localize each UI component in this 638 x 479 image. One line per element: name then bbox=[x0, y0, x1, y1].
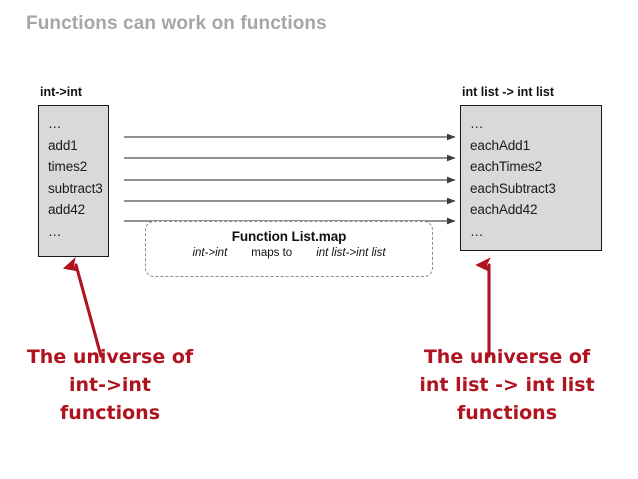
map-caption-row: int->int maps to int list->int list bbox=[146, 247, 432, 259]
list-item: subtract3 bbox=[48, 180, 103, 196]
list-item: times2 bbox=[48, 159, 88, 174]
list-item: … bbox=[470, 116, 485, 131]
right-universe-box: … eachAdd1 eachTimes2 eachSubtract3 each… bbox=[460, 105, 602, 251]
map-caption-title: Function List.map bbox=[231, 229, 347, 244]
right-annotation: The universe of int list -> int list fun… bbox=[400, 343, 614, 427]
left-annotation-line-1: The universe of bbox=[26, 346, 194, 368]
map-source-type: int->int bbox=[192, 247, 228, 259]
left-universe-box: … add1 times2 subtract3 add42 … bbox=[38, 105, 109, 257]
page-title: Functions can work on functions bbox=[26, 13, 327, 34]
right-annotation-line-1: The universe of bbox=[423, 346, 591, 368]
left-annotation-line-3: functions bbox=[59, 402, 161, 424]
list-item: eachSubtract3 bbox=[470, 180, 556, 196]
right-annotation-line-3: functions bbox=[456, 402, 558, 424]
map-caption-box: Function List.map int->int maps to int l… bbox=[145, 221, 433, 277]
left-annotation: The universe of int->int functions bbox=[22, 343, 198, 427]
list-item: … bbox=[48, 223, 63, 239]
list-item: eachTimes2 bbox=[470, 159, 543, 174]
right-annotation-line-2: int list -> int list bbox=[419, 374, 595, 396]
list-item: eachAdd42 bbox=[470, 202, 538, 217]
list-item: eachAdd1 bbox=[470, 137, 531, 153]
list-item: add1 bbox=[48, 137, 78, 153]
left-universe-label: int->int bbox=[40, 85, 83, 99]
right-universe-label: int list -> int list bbox=[462, 85, 555, 99]
map-verb: maps to bbox=[251, 247, 293, 259]
mapping-arrow-group bbox=[124, 133, 456, 225]
list-item: … bbox=[48, 116, 63, 131]
left-annotation-line-2: int->int bbox=[68, 374, 152, 396]
list-item: … bbox=[470, 223, 485, 239]
map-target-type: int list->int list bbox=[316, 247, 386, 259]
list-item: add42 bbox=[48, 202, 86, 217]
